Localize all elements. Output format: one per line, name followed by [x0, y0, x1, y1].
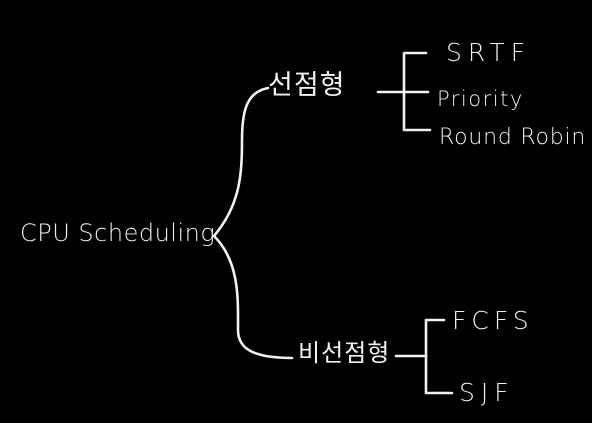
leaf-node-fcfs: FCFS [452, 306, 534, 335]
leaf-node-srtf: SRTF [446, 38, 532, 67]
leaf-node-round-robin: Round Robin [439, 125, 587, 150]
branch-node-non-preemptive: 비선점형 [298, 339, 391, 367]
leaf-node-sjf: SJF [459, 378, 515, 407]
leaf-node-priority: Priority [437, 87, 524, 111]
root-brace [212, 86, 294, 360]
root-node-cpu-scheduling: CPU Scheduling [20, 219, 216, 247]
branch-node-preemptive: 선점형 [268, 70, 346, 101]
nonpreemptive-bracket [424, 318, 454, 395]
